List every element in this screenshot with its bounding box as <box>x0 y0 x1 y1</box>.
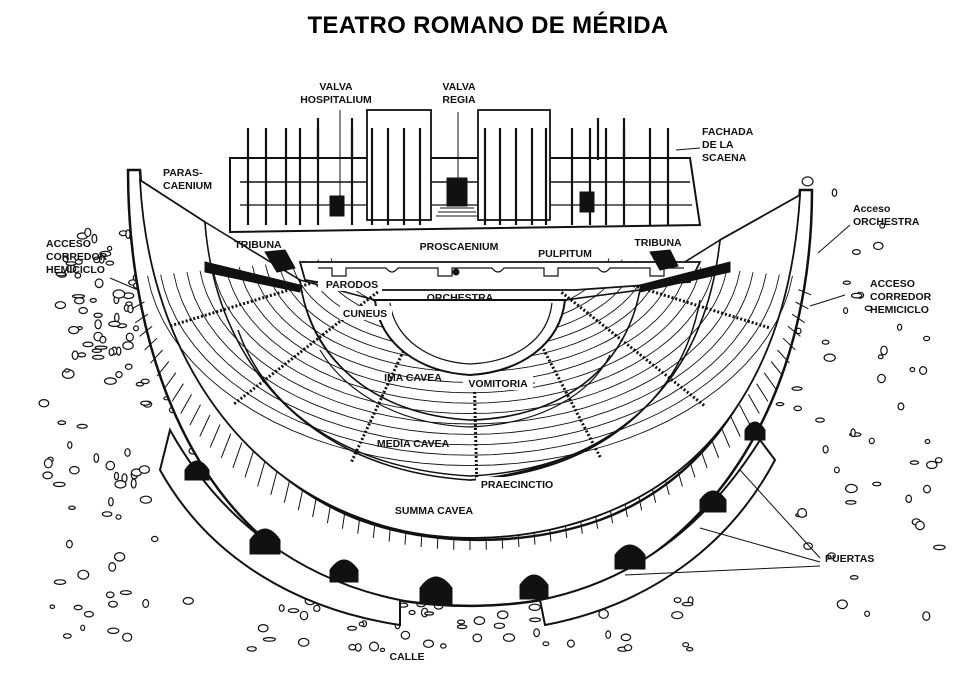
label-acceso-orchestra-1: Acceso <box>853 203 890 215</box>
label-parascaenium-1: PARAS- <box>163 167 203 179</box>
diagram-title: TEATRO ROMANO DE MÉRIDA <box>307 11 668 39</box>
label-pulpitum: PULPITUM <box>538 248 592 260</box>
label-acceso-corredor-left-1: ACCESO <box>46 238 91 250</box>
label-valva-hospitalium-2: HOSPITALIUM <box>300 94 372 106</box>
label-cuneus: CUNEUS <box>343 308 387 320</box>
label-tribuna-right: TRIBUNA <box>634 237 682 249</box>
label-summa-cavea: SUMMA CAVEA <box>395 505 474 517</box>
label-fachada-1: FACHADA <box>702 126 754 138</box>
label-valva-hospitalium-1: VALVA <box>319 81 353 93</box>
label-acceso-corredor-left-2: CORREDOR <box>46 251 108 263</box>
label-acceso-orchestra-2: ORCHESTRA <box>853 216 920 228</box>
label-puertas: PUERTAS <box>825 553 874 565</box>
label-acceso-corredor-right-1: ACCESO <box>870 278 915 290</box>
label-praecinctio: PRAECINCTIO <box>481 479 553 491</box>
label-parascaenium-2: CAENIUM <box>163 180 212 192</box>
orchestra <box>298 261 702 377</box>
label-ima-cavea: IMA CAVEA <box>384 372 442 384</box>
labels: VALVA HOSPITALIUM VALVA REGIA FACHADA DE… <box>46 81 932 663</box>
label-acceso-corredor-left-3: HEMICICLO <box>46 264 105 276</box>
label-valva-regia-2: REGIA <box>442 94 476 106</box>
label-fachada-3: SCAENA <box>702 152 747 164</box>
label-vomitoria: VOMITORIA <box>468 378 528 390</box>
label-tribuna-left: TRIBUNA <box>234 239 282 251</box>
leader-lines <box>109 110 851 576</box>
scaena-facade <box>204 109 731 293</box>
label-proscaenium: PROSCAENIUM <box>420 241 499 253</box>
label-parodos: PARODOS <box>326 279 378 291</box>
label-valva-regia-1: VALVA <box>442 81 476 93</box>
label-media-cavea: MEDIA CAVEA <box>377 438 450 450</box>
cavea-seating <box>139 178 801 539</box>
label-acceso-corredor-right-3: HEMICICLO <box>870 304 929 316</box>
label-calle: CALLE <box>390 651 425 663</box>
label-orchestra: ORCHESTRA <box>427 292 494 304</box>
label-acceso-corredor-right-2: CORREDOR <box>870 291 932 303</box>
label-fachada-2: DE LA <box>702 139 734 151</box>
